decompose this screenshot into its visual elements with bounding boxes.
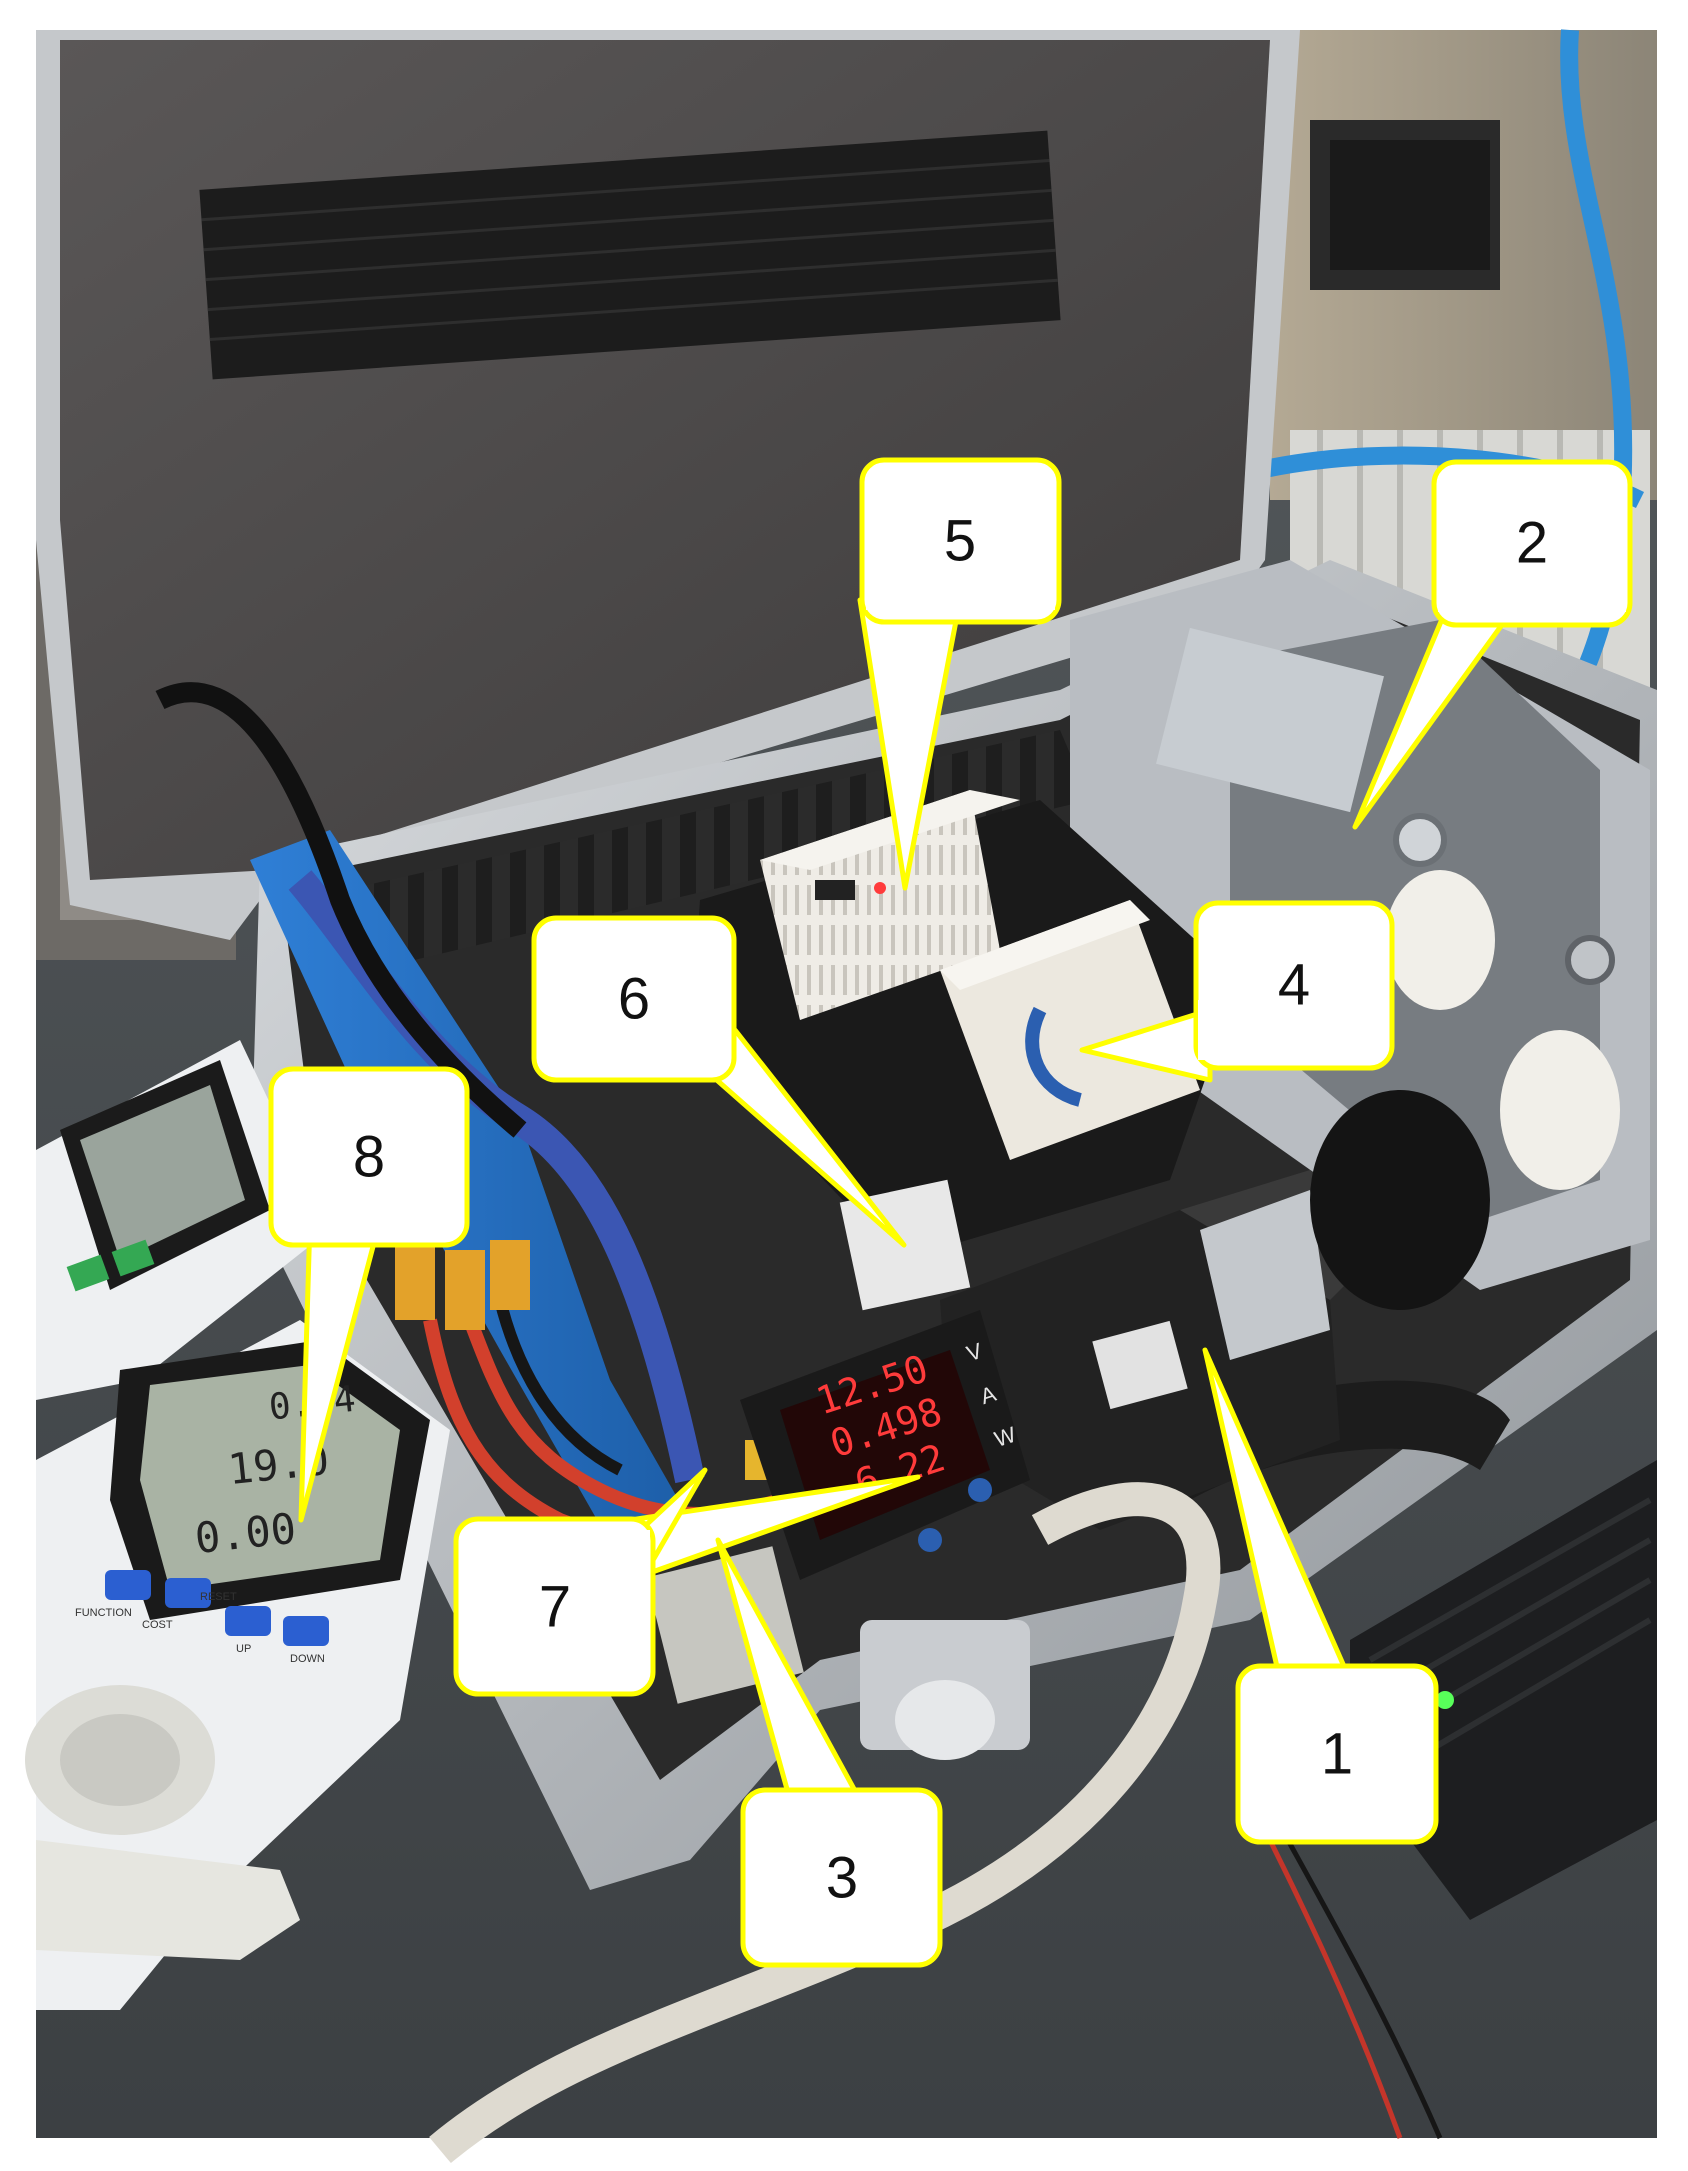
callout-7-label: 7 — [539, 1575, 571, 1640]
router-enclosure — [760, 790, 1020, 1020]
power-meter-btn-function: FUNCTION — [75, 1607, 132, 1619]
power-meter-line3: 0.00 — [193, 1504, 299, 1563]
power-meter-back — [36, 1040, 330, 1400]
callout-7: 7 — [453, 1467, 921, 1697]
callout-6: 6 — [531, 915, 907, 1248]
callout-8-label: 8 — [353, 1125, 385, 1190]
callout-2-label: 2 — [1516, 511, 1548, 576]
callout-1-label: 1 — [1321, 1722, 1353, 1787]
callout-3: 3 — [715, 1537, 943, 1968]
power-meter-btn-up: UP — [236, 1643, 251, 1655]
callout-1: 1 — [1202, 1347, 1439, 1845]
droid-enclosure — [940, 900, 1200, 1160]
power-meter-btn-down: DOWN — [290, 1653, 325, 1665]
case-lid — [36, 30, 1300, 940]
power-meter-front: 0.44 19.0 0.00 FUNCTION COST RESET UP DO… — [25, 1320, 450, 2010]
callout-5-label: 5 — [944, 509, 976, 574]
power-meter-btn-cost: COST — [142, 1619, 173, 1631]
callout-3-label: 3 — [826, 1846, 858, 1911]
callout-6-label: 6 — [618, 967, 650, 1032]
callout-8: 8 — [268, 1066, 470, 1523]
callout-4: 4 — [1079, 900, 1395, 1083]
callout-5: 5 — [857, 457, 1062, 891]
power-meter-btn-reset: RESET — [200, 1591, 237, 1603]
callout-4-label: 4 — [1278, 953, 1310, 1018]
callout-2: 2 — [1352, 459, 1633, 830]
